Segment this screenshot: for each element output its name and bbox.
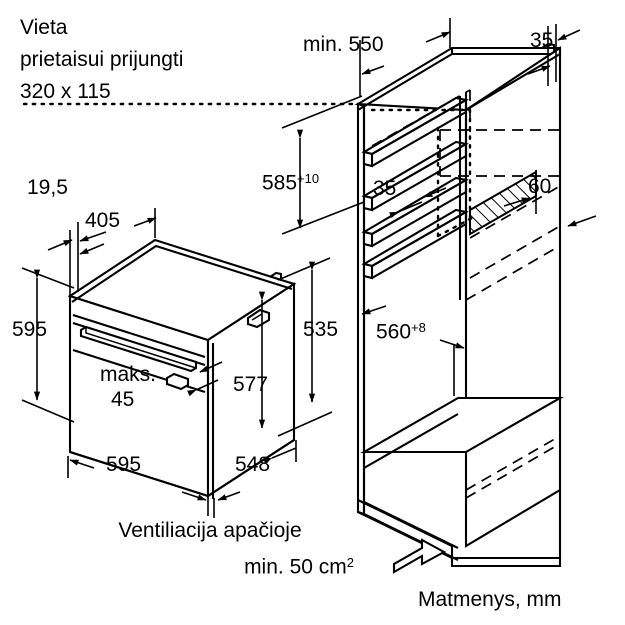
dim-label-maks-value: 45	[111, 388, 135, 411]
dim-label-585-sup: +10	[297, 171, 320, 186]
dim-label-595-height: 595	[12, 318, 48, 341]
dim-label-585-base: 585	[262, 171, 298, 195]
dim-label-560-base: 560	[376, 320, 412, 344]
dim-label-585-plus-10: 585+10	[262, 171, 319, 195]
dim-label-35-top: 35	[530, 29, 554, 52]
connection-note-line2: prietaisui prijungti	[20, 48, 184, 71]
units-caption: Matmenys, mm	[418, 588, 562, 611]
connection-note-line1: Vieta	[20, 16, 68, 39]
connection-note-line3: 320 x 115	[20, 80, 111, 103]
ventilation-note-line1: Ventiliacija apačioje	[118, 519, 302, 542]
ventilation-airflow-arrow	[392, 538, 447, 574]
oven-control-button	[165, 372, 190, 391]
cabinet-isometric-drawing	[354, 42, 564, 568]
oven-dimension-lines	[21, 208, 333, 518]
cabinet-dimension-lines	[281, 18, 597, 396]
dim-label-19-5: 19,5	[27, 176, 68, 199]
dim-label-560-plus-8: 560+8	[376, 320, 426, 344]
dim-label-35-shelf: 35	[373, 177, 397, 200]
ventilation-note-line2: min. 50 cm2	[60, 547, 360, 585]
ventilation-note: Ventiliacija apačioje min. 50 cm2	[60, 515, 360, 585]
connection-note: Vieta prietaisui prijungti 320 x 115	[20, 12, 183, 108]
dim-label-535: 535	[303, 318, 339, 341]
dim-label-560-sup: +8	[411, 320, 426, 335]
dim-label-maks: maks.	[100, 363, 157, 386]
dim-label-577: 577	[233, 373, 269, 396]
dim-label-548: 548	[235, 453, 271, 476]
dim-label-60: 60	[528, 175, 552, 198]
dim-label-405: 405	[85, 209, 121, 232]
oven-isometric-drawing	[67, 238, 297, 499]
dim-label-min-550: min. 550	[303, 33, 384, 56]
ventilation-note-superscript: 2	[346, 555, 354, 570]
dim-label-595-width: 595	[106, 453, 142, 476]
ventilation-note-value: min. 50 cm	[244, 555, 347, 579]
